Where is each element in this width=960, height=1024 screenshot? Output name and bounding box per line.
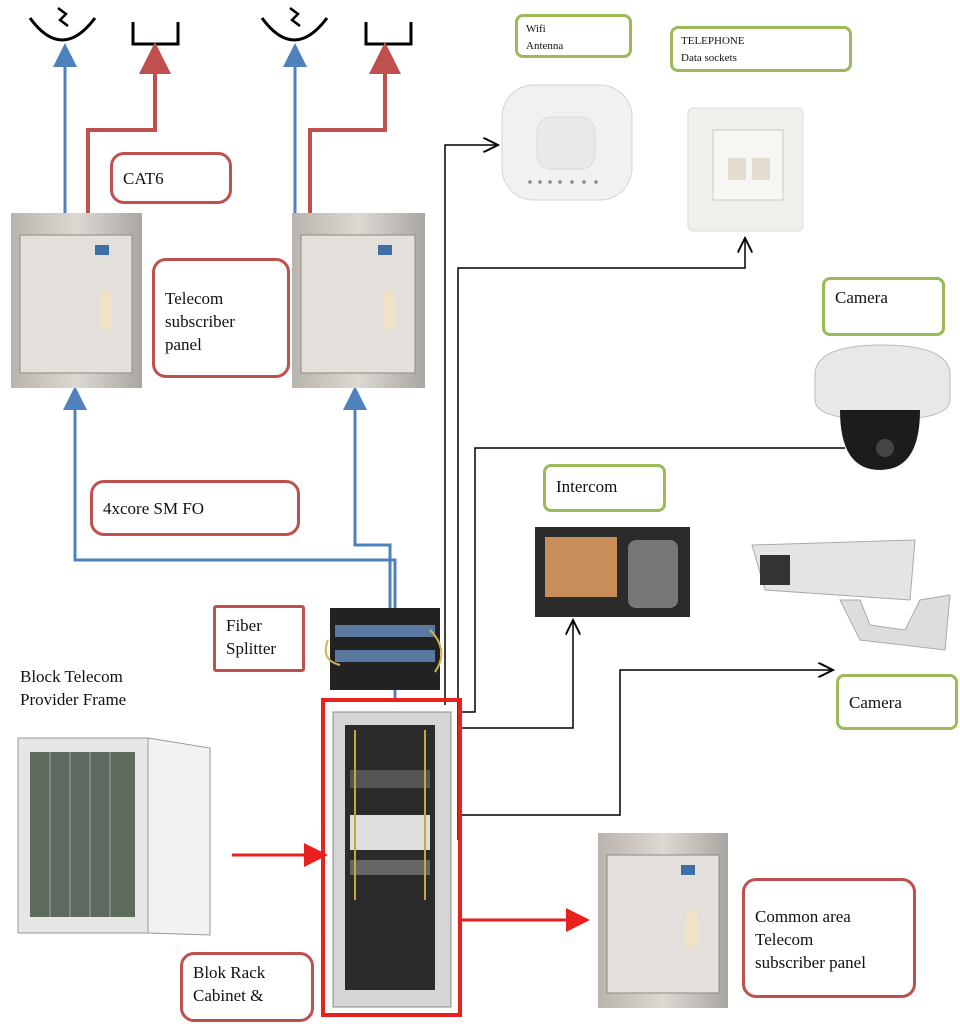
outlet-symbols [28,7,413,46]
fiber-splitter-image [324,608,443,690]
label-text: Telecom [165,289,224,308]
wifi-symbol-icon [28,17,97,42]
socket-symbol-icon [364,22,413,46]
label-text: Common area [755,907,851,926]
camera-bullet-label: Camera [836,674,958,730]
common-panel-label: Common area Telecom subscriber panel [742,878,916,998]
cat6-lines [86,42,401,213]
label-text: Blok Rack [193,963,266,982]
label-text: Data sockets [681,52,737,64]
label-text: Camera [835,288,888,307]
intercom-image [535,527,690,617]
label-text: Block Telecom [20,667,123,686]
provider-links [232,843,590,932]
common-panel-image [598,833,728,1008]
label-text: Splitter [226,639,277,658]
label-text: Wifi [526,23,546,35]
wifi-label: Wifi Antenna [515,14,632,58]
fiber-splitter-label: Fiber Splitter [213,605,305,672]
data-socket-image [687,107,804,232]
label-text: CAT6 [123,169,164,188]
dome-camera-image [814,344,951,470]
camera-dome-label: Camera [822,277,945,336]
label-text: Antenna [526,40,564,52]
label-text: Fiber [226,616,262,635]
device-lines [444,145,845,840]
wifi-symbol-icon [260,17,329,42]
label-text: Intercom [556,477,618,496]
telephone-label: TELEPHONE Data sockets [670,26,852,72]
fiber-optic-label: 4xcore SM FO [90,480,300,536]
label-text: subscriber [165,312,235,331]
label-text: panel [165,335,202,354]
label-text: TELEPHONE [681,35,745,47]
provider-frame-label: Block Telecom Provider Frame [20,665,126,711]
telecom-panel-label: Telecom subscriber panel [152,258,290,378]
telecom-panel-image-2 [292,213,425,388]
label-text: Cabinet & [193,986,264,1005]
rack-cabinet-label: Blok Rack Cabinet & [180,952,314,1022]
label-text: 4xcore SM FO [103,499,205,518]
rack-cabinet-image [332,711,452,1008]
wifi-antenna-image [501,84,633,201]
label-text: subscriber panel [755,953,866,972]
bullet-camera-image [751,539,951,651]
label-text: Telecom [755,930,814,949]
label-text: Camera [849,693,902,712]
telecom-panel-image-1 [11,213,142,388]
intercom-label: Intercom [543,464,666,512]
label-text: Provider Frame [20,690,127,709]
socket-symbol-icon [131,22,180,46]
cat6-label: CAT6 [110,152,232,204]
provider-frame-image [17,737,211,936]
